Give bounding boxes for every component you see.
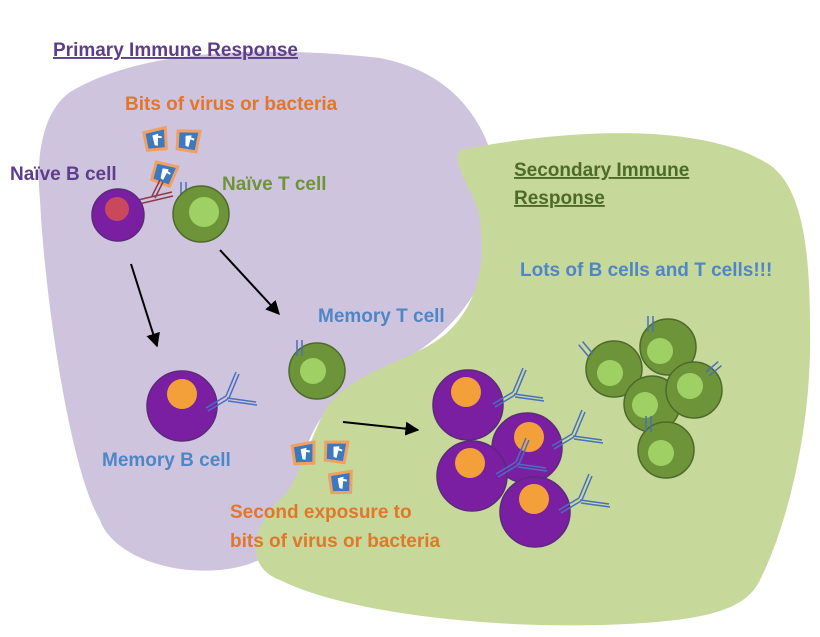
second-exposure-label-line2: bits of virus or bacteria [230, 531, 441, 552]
arrow-icon [219, 249, 280, 316]
b-cell-clone [436, 440, 508, 512]
primary-response-title: Primary Immune Response [53, 40, 298, 61]
naive-receptor-link [137, 179, 174, 205]
b-cell-clone [432, 369, 504, 441]
arrow-icon [130, 263, 160, 348]
b-cell-clone [499, 476, 571, 548]
naive-t-cell [172, 185, 230, 243]
secondary-response-region [255, 133, 811, 626]
antigen-fragment-icon [142, 126, 170, 153]
secondary-response-title-line1: Secondary Immune [514, 160, 689, 181]
lots-of-cells-label: Lots of B cells and T cells!!! [520, 260, 772, 281]
t-cell-clone [585, 340, 643, 398]
t-cell-clone [665, 361, 723, 419]
arrow-icon [342, 421, 420, 436]
naive-t-cell-label: Naïve T cell [222, 174, 327, 195]
memory-b-cell [146, 370, 218, 442]
memory-b-cell-label: Memory B cell [102, 450, 231, 471]
naive-b-cell [91, 188, 145, 242]
naive-b-cell-label: Naïve B cell [10, 164, 117, 185]
antigen-fragment-icon [174, 127, 202, 154]
bits-of-virus-label: Bits of virus or bacteria [125, 94, 338, 115]
antigen-fragment-icon [327, 469, 355, 496]
secondary-response-title-line2: Response [514, 188, 605, 209]
t-cell-clone [637, 421, 695, 479]
memory-t-cell [288, 342, 346, 400]
antigen-fragment-icon [290, 440, 318, 467]
antigen-fragment-icon [322, 438, 350, 465]
second-exposure-label-line1: Second exposure to [230, 502, 412, 523]
t-cell-clone [639, 318, 697, 376]
memory-t-cell-label: Memory T cell [318, 306, 445, 327]
